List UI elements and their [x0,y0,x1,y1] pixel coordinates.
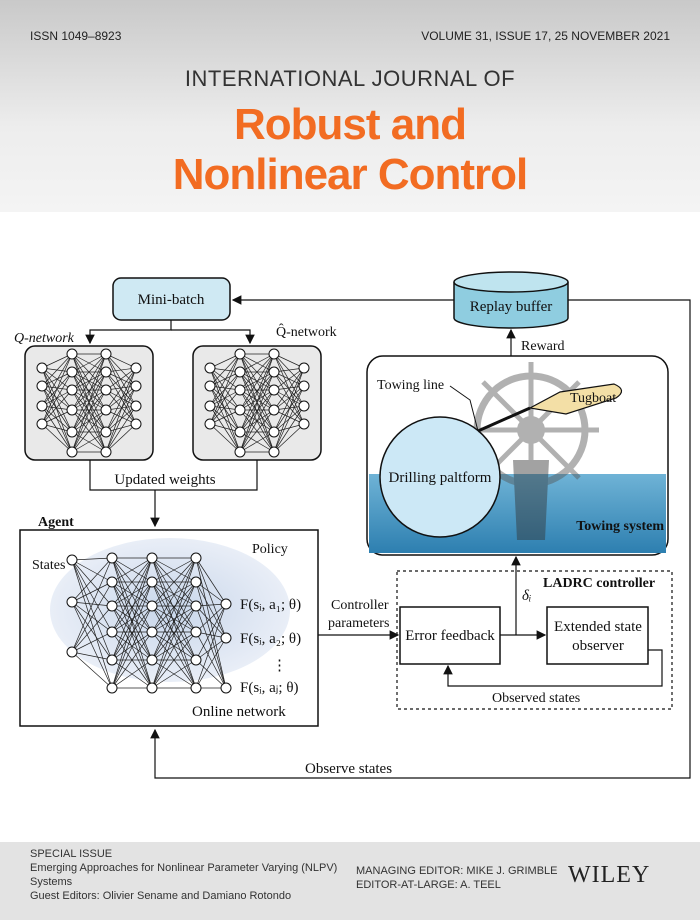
qhat-network-diagram [204,348,310,458]
observed-states-label: Observed states [492,691,580,706]
policy-output-j: F(sᵢ, aⱼ; θ) [240,680,299,696]
eso-box [546,606,649,665]
special-issue-title-2: Systems [30,876,73,888]
title-line-1: Robust and [234,100,467,149]
error-feedback-label: Error feedback [405,628,495,644]
towing-line-label: Towing line [377,378,444,393]
guest-editors: Guest Editors: Olivier Sename and Damian… [30,890,292,902]
special-issue-label: SPECIAL ISSUE [30,848,113,860]
title-line-2: Nonlinear Control [172,150,529,199]
towing-system-label: Towing system [576,519,664,534]
policy-output-1: F(sᵢ, a₁; θ) [240,597,301,613]
eso-label-1: Extended state [554,619,642,635]
drilling-platform-label: Drilling paltform [389,470,492,486]
cover-diagram: Mini-batch Replay buffer Q-network Q̂-ne… [14,271,691,779]
eso-label-2: observer [572,638,624,654]
tugboat-label: Tugboat [570,391,616,406]
drilling-platform-circle [379,416,501,538]
wiley-logo: WILEY [568,862,651,888]
towing-line [477,406,531,433]
updated-weights-label: Updated weights [114,472,215,488]
ladrc-box [396,570,673,710]
q-network-diagram [36,348,142,458]
q-network-label: Q-network [14,331,75,346]
observe-states-label: Observe states [305,761,392,777]
controller-label-2: parameters [328,616,389,631]
brain-image [50,538,290,682]
ship-wheel-icon [463,362,599,540]
journal-name: INTERNATIONAL JOURNAL OF [184,66,516,91]
cover-footer [0,842,700,920]
cover-header [0,0,700,212]
policy-output-2: F(sᵢ, a₂; θ) [240,631,301,647]
special-issue-title-1: Emerging Approaches for Nonlinear Parame… [30,862,338,874]
tugboat-shape [528,383,623,415]
online-network-diagram [66,552,232,694]
ladrc-label: LADRC controller [543,576,655,591]
reward-label: Reward [521,339,565,354]
volume-issue: VOLUME 31, ISSUE 17, 25 NOVEMBER 2021 [421,29,670,43]
svg-text:⋮: ⋮ [272,658,287,674]
replay-buffer-icon [453,271,569,329]
mini-batch-label: Mini-batch [138,292,205,308]
editor-at-large: EDITOR-AT-LARGE: A. TEEL [356,879,501,891]
online-network-label: Online network [192,704,286,720]
states-label: States [32,558,65,573]
controller-label-1: Controller [331,598,389,613]
delta-label: δᵢ [522,588,531,604]
policy-label: Policy [252,542,288,557]
qhat-network-label: Q̂-network [276,323,337,340]
agent-label: Agent [38,515,74,530]
managing-editor: MANAGING EDITOR: MIKE J. GRIMBLE [356,865,558,877]
issn: ISSN 1049–8923 [30,29,122,43]
replay-buffer-label: Replay buffer [470,299,553,315]
